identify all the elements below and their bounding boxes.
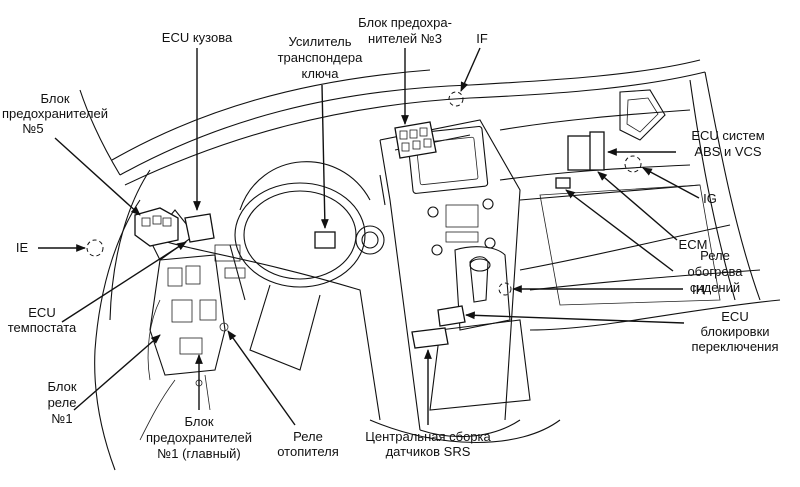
label-ecm: ECM [679,237,708,252]
connector-circles [86,91,642,296]
dashed-circle-icon [624,155,642,173]
label-transponder-1: Усилитель [289,34,352,49]
label-seat-3: сидений [690,280,740,295]
label-relay1-1: Блок [47,379,76,394]
label-fuse5-1: Блок [40,91,69,106]
label-relay1-3: №1 [51,411,72,426]
label-shift-3: переключения [691,339,778,354]
label-ecu-abs-2: ABS и VCS [694,144,762,159]
label-ih: IH [692,282,705,297]
label-srs-2: датчиков SRS [386,444,471,459]
label-relay1-2: реле [48,395,77,410]
label-fuse3-1: Блок предохра- [358,15,452,30]
label-ecu-abs-1: ECU систем [691,128,764,143]
label-ecu-body: ECU кузова [162,30,233,45]
transponder-unit [314,231,336,249]
ecu-body-unit [184,213,215,243]
fuse-block-3 [394,121,437,159]
label-fuse1-3: №1 (главный) [157,446,240,461]
ecu-abs-vcs-unit [567,135,593,171]
label-ig: IG [703,191,717,206]
dashboard-outline [79,59,781,471]
label-fuse5-2: предохранителей [2,106,108,121]
label-if: IF [476,31,488,46]
label-seat-2: обогрева [687,264,743,279]
components [134,121,605,349]
label-thermo-2: темпостата [8,320,77,335]
label-thermo-1: ECU [28,305,55,320]
label-transponder-2: транспондера [278,50,364,65]
dashed-circle-icon [448,91,464,107]
dashed-circle-icon [498,282,512,296]
label-fuse5-3: №5 [22,121,43,136]
label-shift-1: ECU [721,309,748,324]
label-fuse3-2: нителей №3 [368,31,442,46]
srs-sensor-unit [411,327,449,349]
label-shift-2: блокировки [700,324,769,339]
label-transponder-3: ключа [302,66,340,81]
label-seat-1: Реле [700,248,730,263]
fuse-block-5 [134,207,179,247]
leader-lines [38,47,700,426]
label-heater-1: Реле [293,429,323,444]
labels: ECU кузова Усилитель транспондера ключа … [2,15,779,461]
label-ie: IE [16,240,29,255]
label-heater-2: отопителя [277,444,339,459]
ecu-shift-lock-unit [437,305,466,327]
label-fuse1-2: предохранителей [146,430,252,445]
label-srs-1: Центральная сборка [365,429,491,444]
label-fuse1-1: Блок [184,414,213,429]
ecu-abs-vcs-unit-b [589,131,605,171]
seat-heater-relay [555,177,571,189]
dashed-circle-icon [86,239,104,257]
